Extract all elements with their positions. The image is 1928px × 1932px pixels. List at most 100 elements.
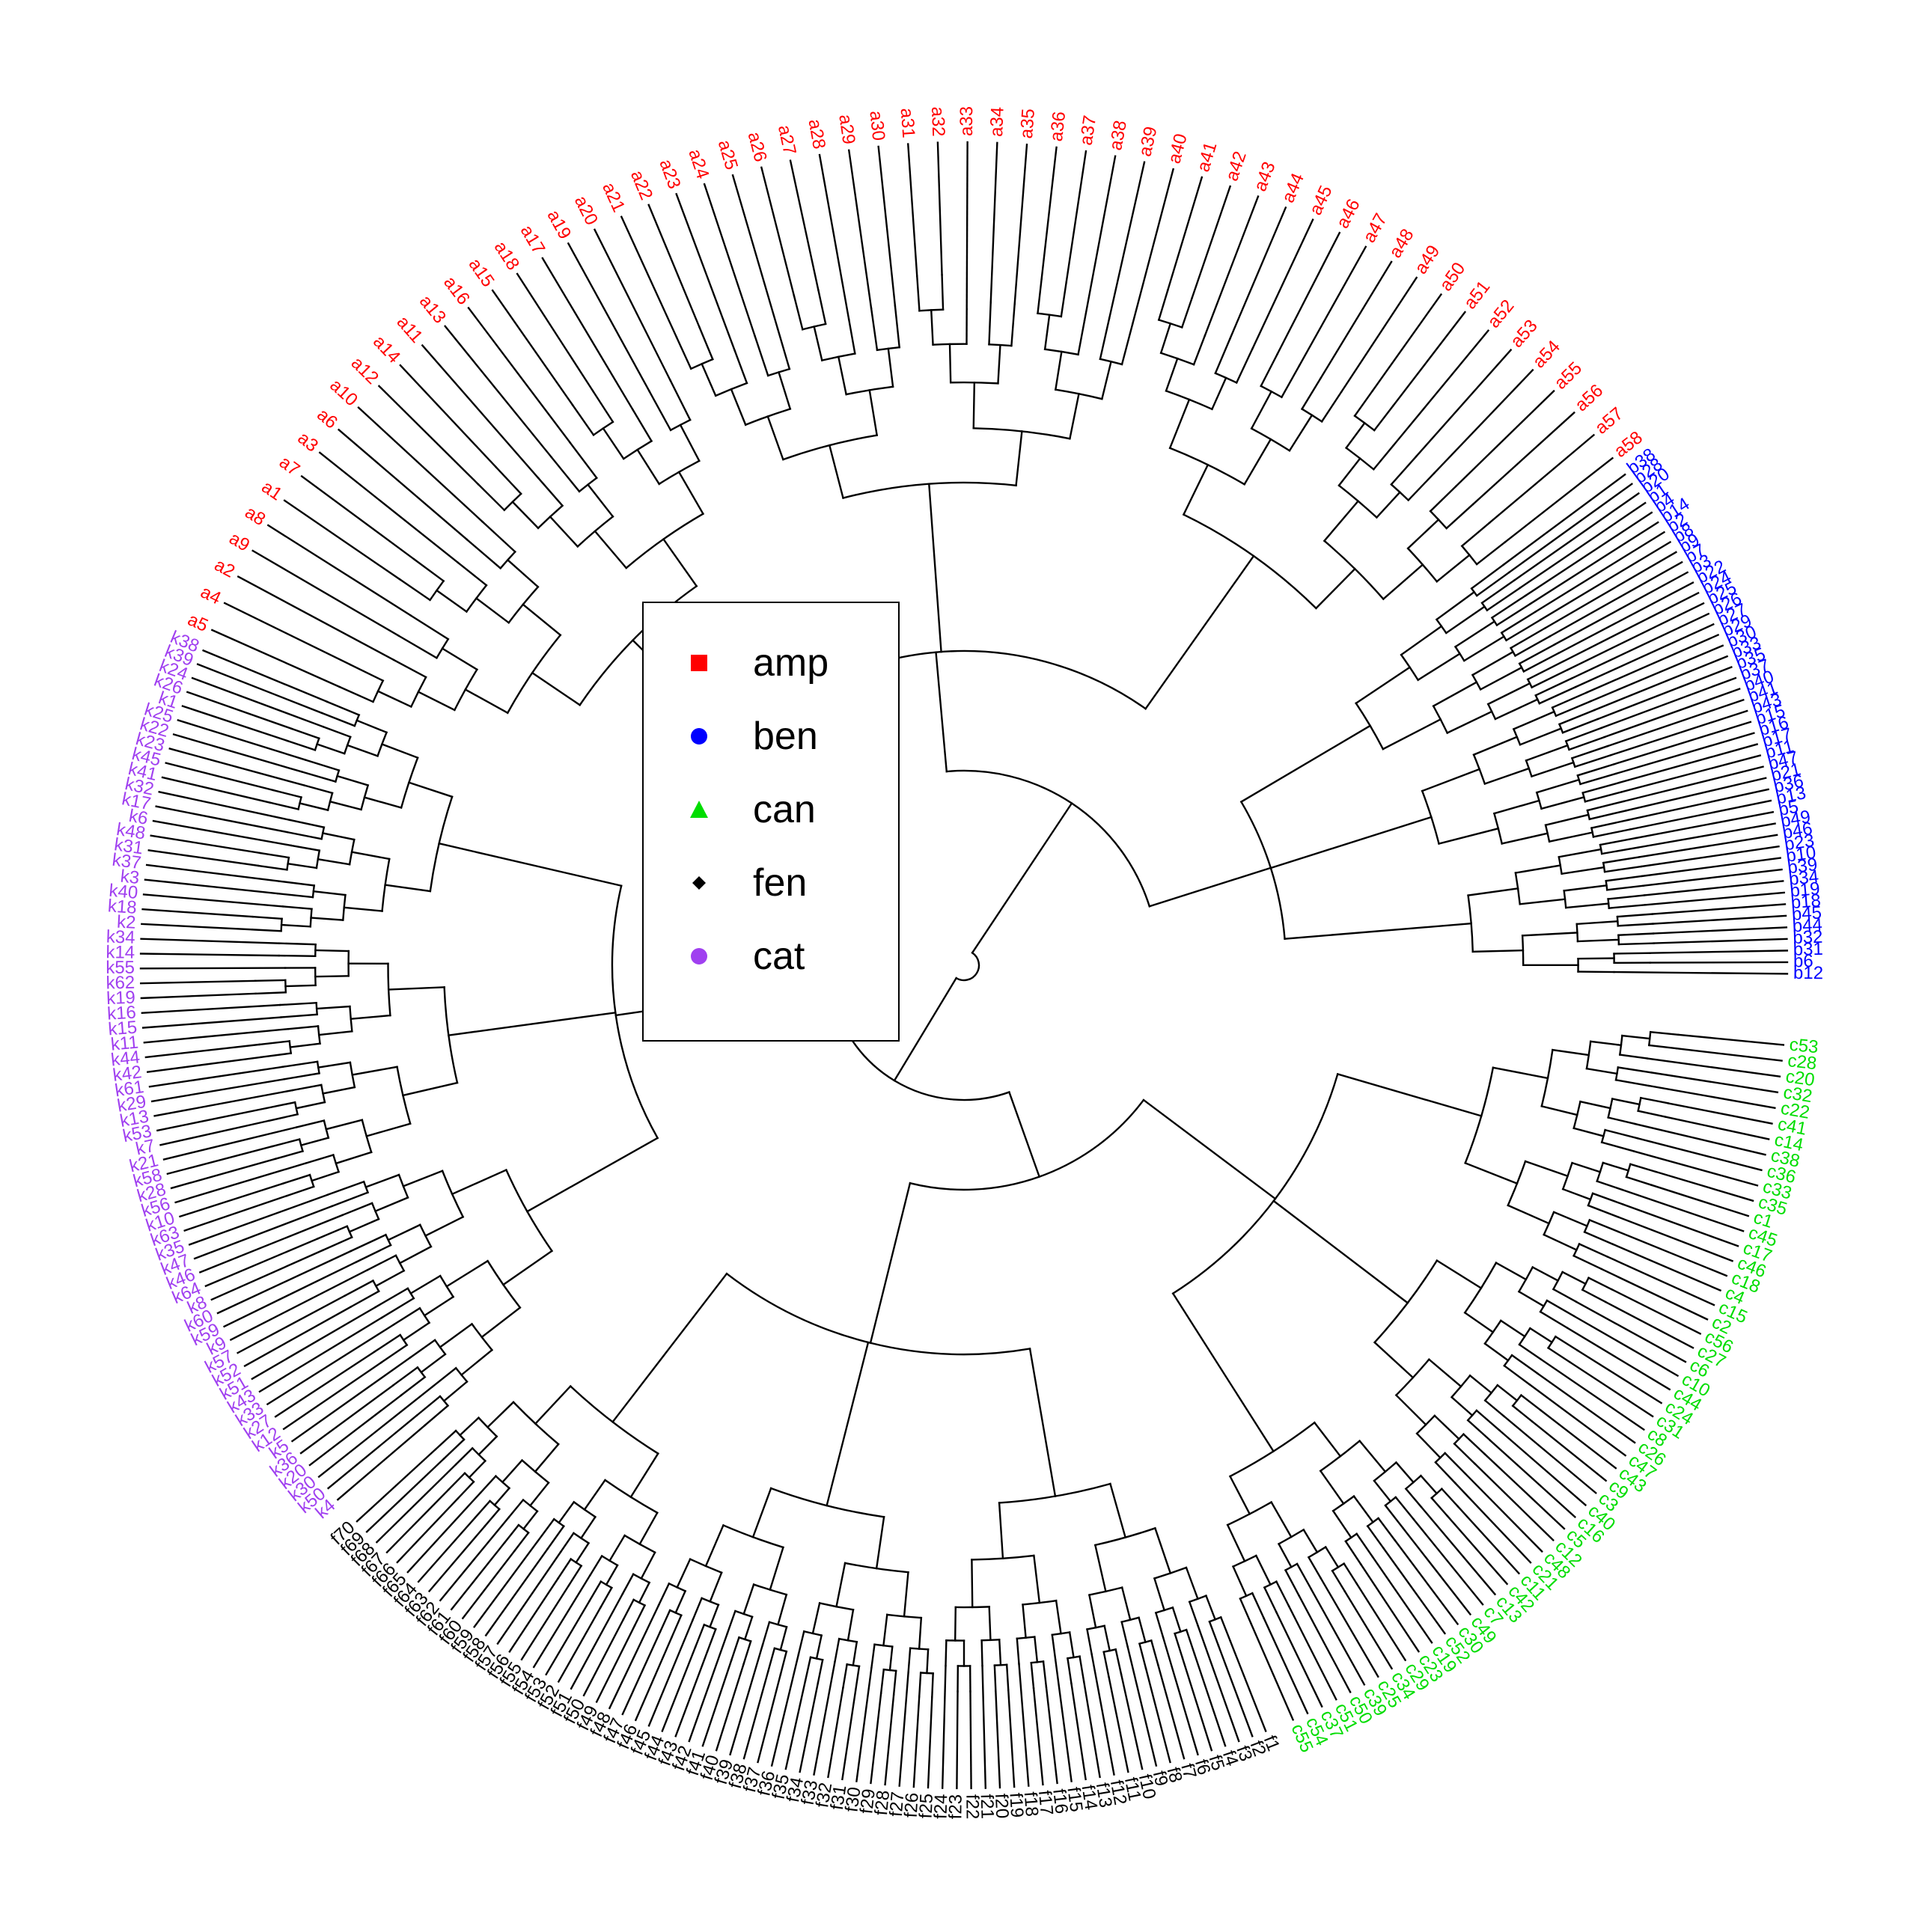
branch-segment <box>1054 350 1063 391</box>
branch-segment <box>337 428 469 541</box>
branch-segment <box>1108 1482 1127 1539</box>
branch-segment <box>229 1268 369 1342</box>
branch-segment <box>483 1508 501 1528</box>
branch-segment <box>1514 864 1562 874</box>
branch-segment <box>1416 652 1462 682</box>
tip-label: f17 <box>1034 1789 1057 1816</box>
branch-segment <box>1429 485 1458 513</box>
tip-label: a44 <box>1278 170 1308 205</box>
branch-segment <box>1007 1689 1016 1788</box>
branch-segment <box>501 1250 554 1286</box>
tip-label: k2 <box>116 912 136 933</box>
tip-label: f32 <box>812 1781 836 1809</box>
branch-segment <box>726 1610 736 1635</box>
branch-segment <box>659 1609 671 1633</box>
branch-segment <box>855 1666 873 1782</box>
branch-segment <box>1373 404 1395 432</box>
branch-segment <box>1037 278 1043 315</box>
branch-segment <box>818 153 850 321</box>
branch-segment <box>1620 754 1762 793</box>
branch-segment <box>496 1550 562 1645</box>
branch-segment <box>391 1366 419 1387</box>
tip-label: a11 <box>393 312 427 347</box>
branch-segment <box>1181 1657 1213 1752</box>
branch-segment <box>158 790 291 822</box>
branch-segment <box>277 892 314 899</box>
branch-segment <box>571 403 595 436</box>
branch-segment <box>1546 1346 1572 1364</box>
branch-segment <box>1596 1180 1623 1191</box>
branch-segment <box>329 800 363 811</box>
branch-segment <box>503 1523 520 1544</box>
branch-segment <box>602 427 625 460</box>
branch-segment <box>447 1472 466 1491</box>
branch-segment <box>1144 1667 1171 1764</box>
circle-symbol-icon <box>691 728 707 745</box>
legend-entry-cat: cat <box>644 934 898 979</box>
branch-segment <box>1590 819 1629 830</box>
tip-label: k42 <box>112 1062 143 1086</box>
branch-segment <box>1337 456 1361 487</box>
branch-segment <box>557 1557 573 1580</box>
branch-segment <box>541 257 635 412</box>
branch-segment <box>1552 1288 1578 1303</box>
branch-segment <box>1390 455 1418 486</box>
branch-segment <box>760 166 796 297</box>
branch-segment <box>1539 1357 1645 1431</box>
branch-segment <box>439 1515 510 1602</box>
branch-segment <box>1280 364 1301 399</box>
branch-segment <box>481 1306 522 1339</box>
branch-segment <box>1526 660 1565 681</box>
branch-segment <box>1510 1354 1539 1375</box>
branch-segment <box>1366 1524 1385 1550</box>
branch-segment <box>1435 590 1476 621</box>
branch-arc <box>955 951 980 982</box>
branch-segment <box>948 343 952 384</box>
branch-segment <box>1068 392 1080 440</box>
branch-segment <box>1100 360 1112 400</box>
tip-label: a24 <box>684 147 713 182</box>
branch-segment <box>1438 827 1500 845</box>
branch-segment <box>894 305 901 349</box>
branch-segment <box>1617 923 1654 927</box>
tip-label: a46 <box>1332 196 1364 232</box>
branch-segment <box>1314 567 1357 610</box>
tip-label: f27 <box>886 1791 909 1817</box>
legend-label-amp: amp <box>753 641 829 685</box>
branch-segment <box>1617 1066 1653 1074</box>
branch-segment <box>1436 554 1471 583</box>
branch-segment <box>1483 1342 1510 1362</box>
branch-segment <box>1596 666 1733 721</box>
branch-segment <box>1540 1104 1578 1116</box>
branch-segment <box>316 743 346 755</box>
branch-segment <box>1637 1110 1667 1118</box>
branch-segment <box>1229 1639 1267 1733</box>
branch-segment <box>1120 1673 1144 1770</box>
branch-segment <box>1538 685 1577 705</box>
tip-label: k16 <box>106 1003 136 1024</box>
branch-segment <box>491 289 574 406</box>
branch-segment <box>177 718 307 762</box>
branch-segment <box>406 1491 482 1574</box>
branch-segment <box>1625 777 1767 812</box>
branch-segment <box>142 893 284 908</box>
branch-segment <box>344 1279 375 1297</box>
branch-segment <box>141 1003 281 1015</box>
branch-segment <box>1420 1505 1497 1596</box>
branch-segment <box>1454 389 1555 488</box>
branch-segment <box>1498 1428 1587 1507</box>
branch-segment <box>842 1663 849 1689</box>
branch-segment <box>1507 1204 1551 1225</box>
branch-segment <box>1051 1633 1057 1661</box>
branch-segment <box>706 1627 717 1653</box>
branch-segment <box>265 1101 296 1110</box>
branch-segment <box>1219 1615 1232 1642</box>
branch-segment <box>1558 581 1694 655</box>
branch-segment <box>751 1487 772 1538</box>
branch-segment <box>1446 1514 1509 1586</box>
branch-segment <box>638 1511 659 1546</box>
branch-segment <box>1042 1660 1048 1688</box>
branch-segment <box>1588 809 1628 821</box>
branch-segment <box>317 858 351 866</box>
branch-segment <box>1588 1218 1620 1233</box>
